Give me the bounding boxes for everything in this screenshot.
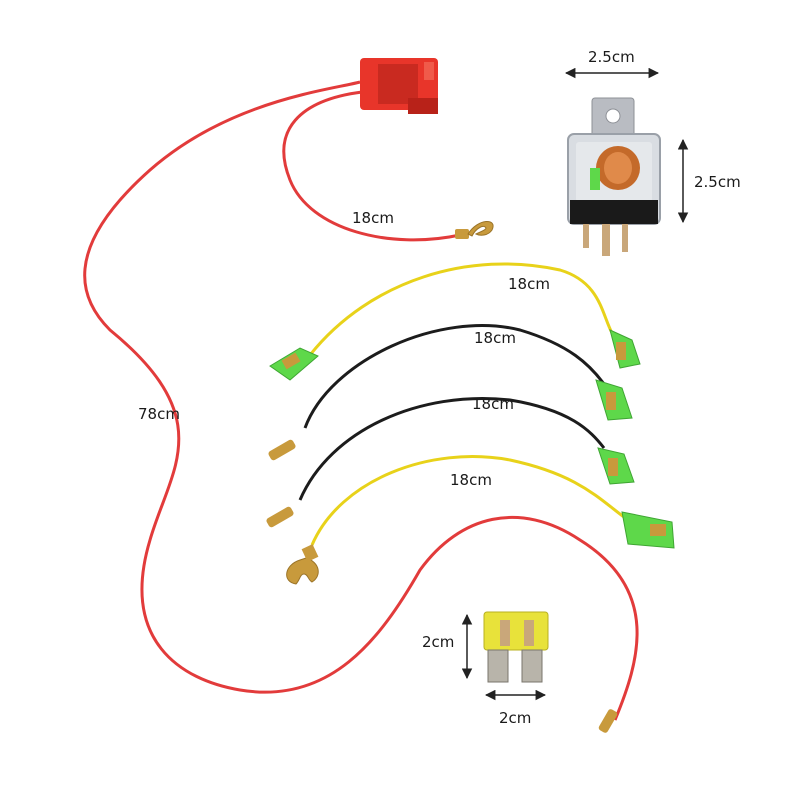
red-main-wire [83,80,639,721]
fuse-width-label: 2cm [499,709,532,727]
red-short-wire [282,90,461,242]
green-connector-1b [609,329,641,369]
relay-height-label: 2.5cm [694,173,741,191]
yellow-wire-2 [310,455,629,546]
fuse-holder-lead-label: 18cm [352,209,394,227]
brass-pin-red-end [598,709,618,733]
black-wire-1-label: 18cm [474,329,516,347]
yellow-wire-1 [308,262,623,356]
green-connector-1a [269,347,319,381]
brass-terminal-2a [268,439,296,461]
yellow-wire-2-label: 18cm [450,471,492,489]
brass-terminal-3a [266,506,294,528]
spade-terminal-4a [286,544,319,585]
green-connector-3b [597,447,635,485]
relay [567,97,661,256]
spade-terminal-red [455,221,494,239]
black-wire-2-label: 18cm [472,395,514,413]
black-wire-1 [303,324,606,429]
blade-fuse [483,611,549,683]
relay-width-label: 2.5cm [588,48,635,66]
main-lead-label: 78cm [138,405,180,423]
black-wire-2 [298,397,606,501]
yellow-wire-1-label: 18cm [508,275,550,293]
fuse-holder [360,58,438,114]
fuse-height-label: 2cm [422,633,455,651]
green-connector-4b [621,511,675,549]
green-connector-2b [595,379,633,421]
